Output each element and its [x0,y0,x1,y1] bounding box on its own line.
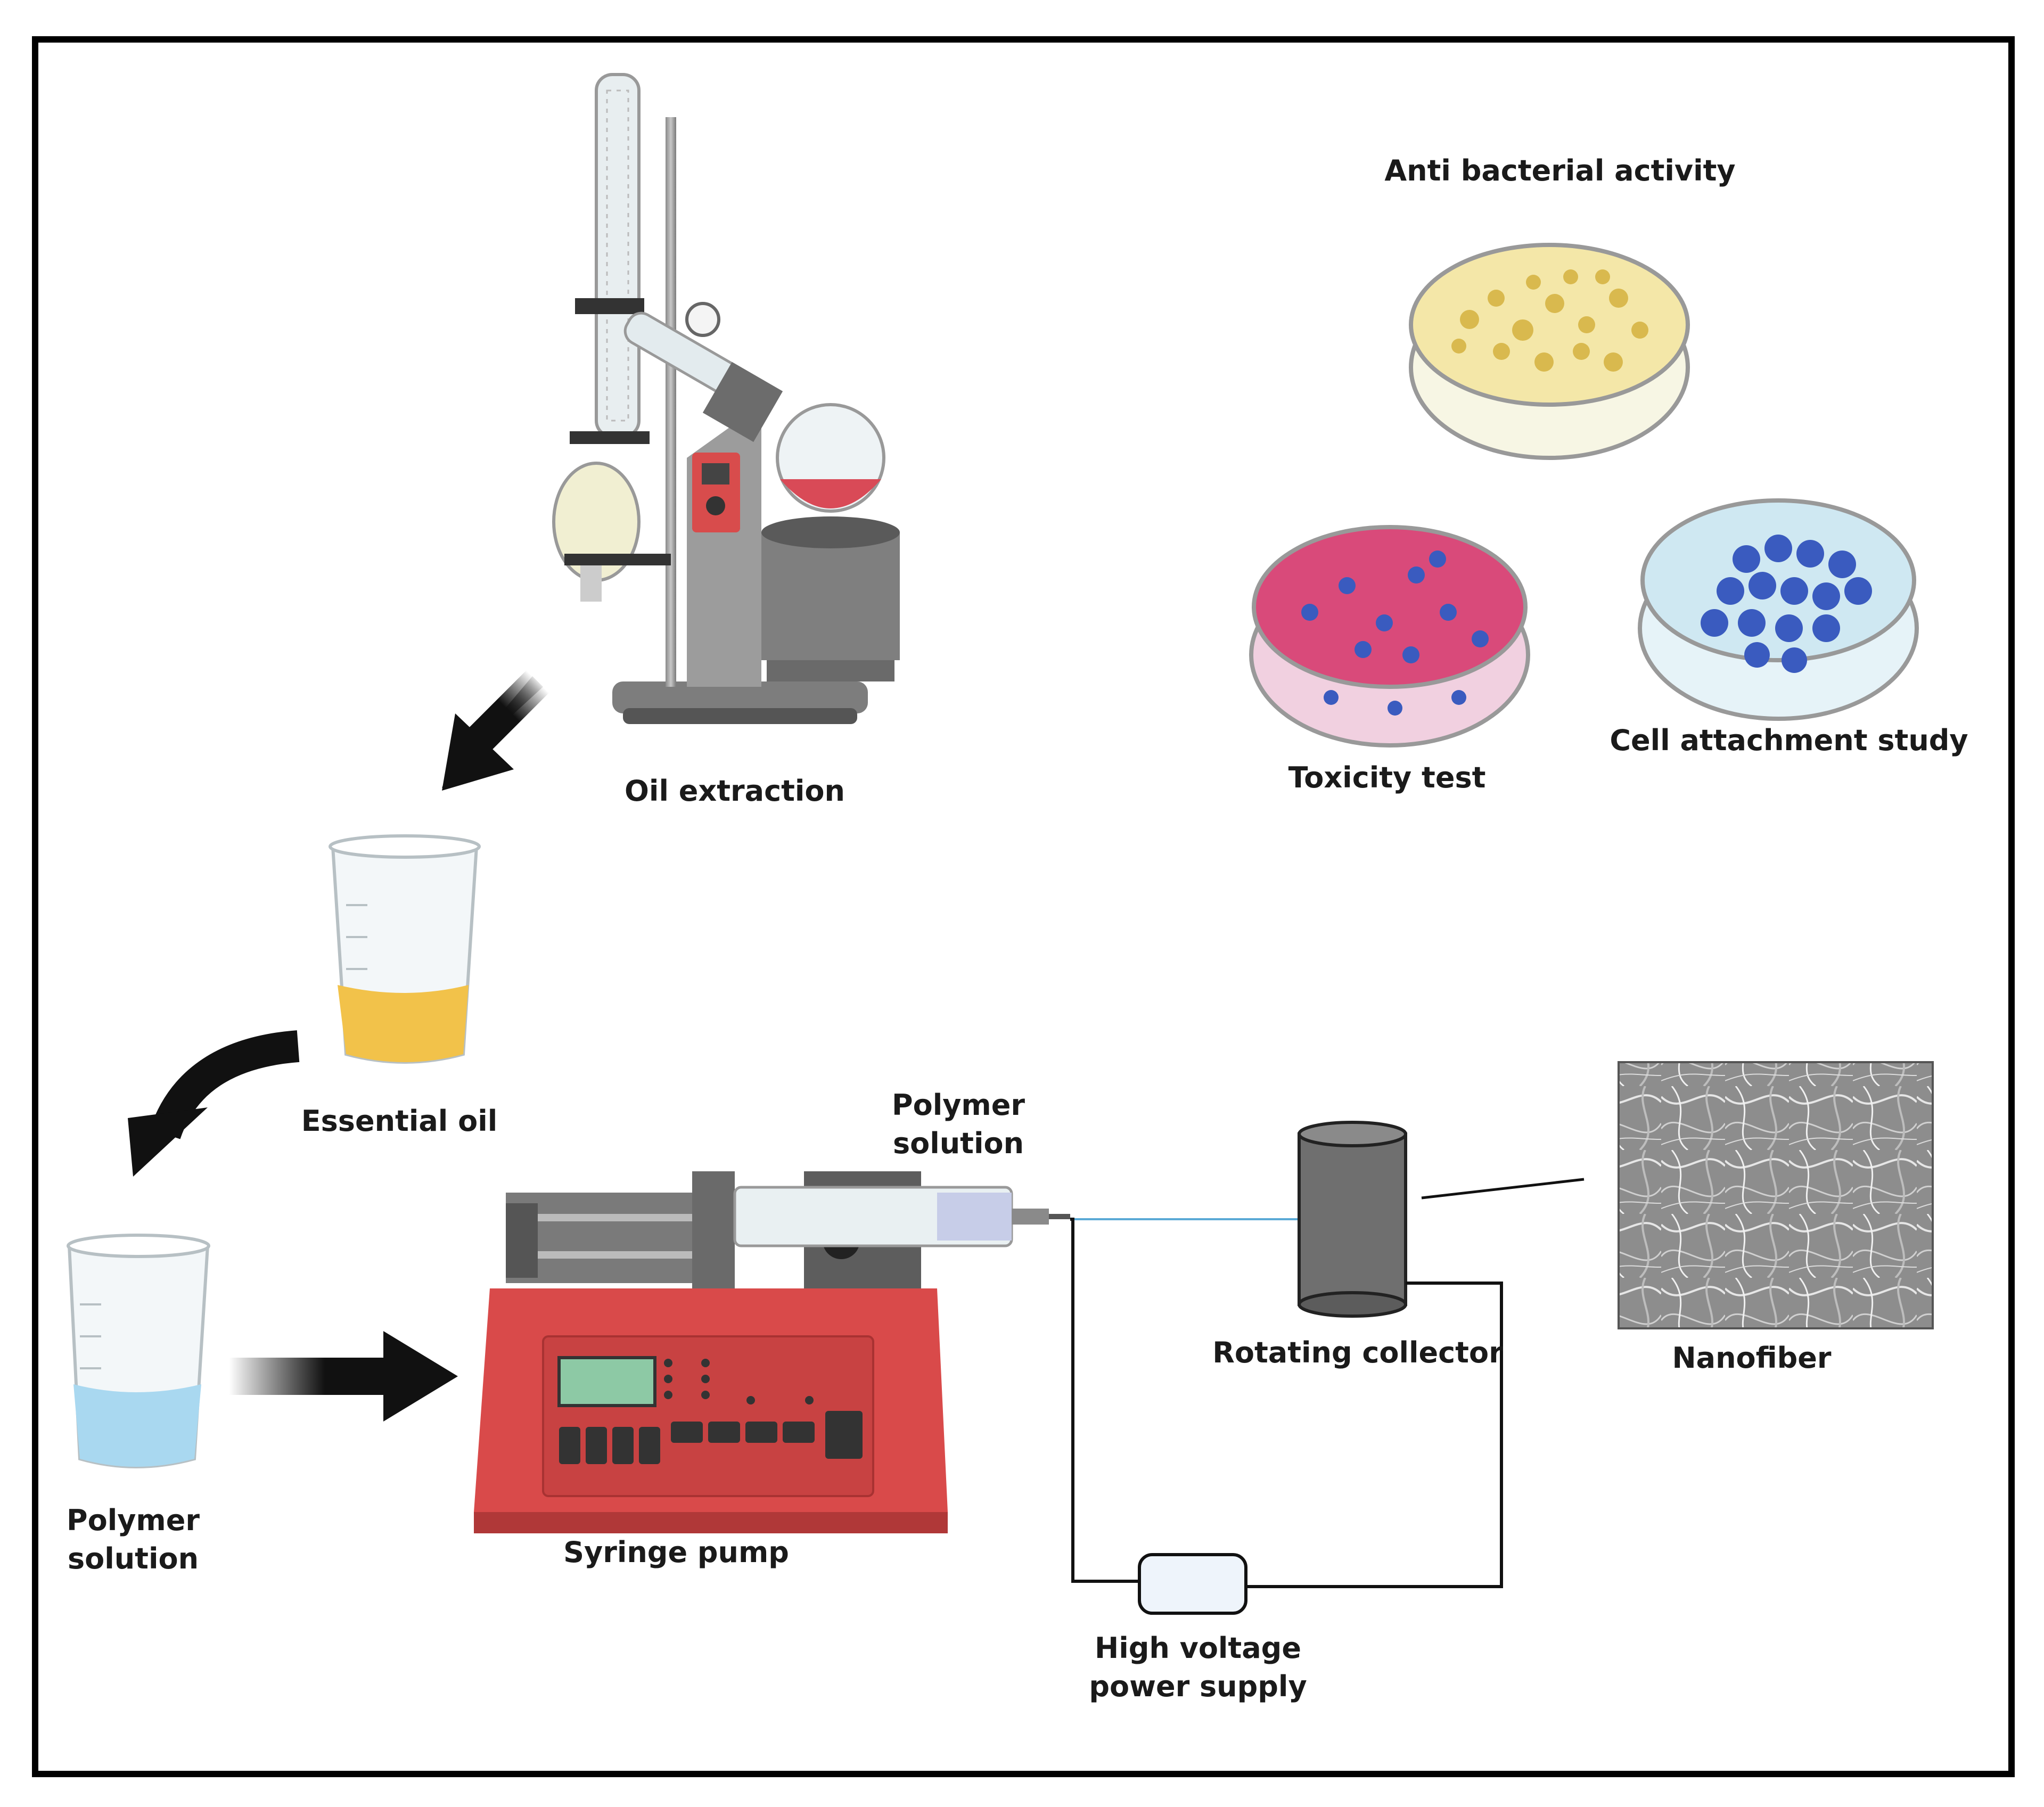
beaker-polymer-solution [67,1234,210,1468]
label-toxicity-test: Toxicity test [1288,761,1486,794]
petri-antibacterial [1409,243,1690,460]
rotating-collector [1298,1121,1407,1318]
label-anti-bacterial: Anti bacterial activity [1384,154,1736,187]
label-high-voltage: High voltage power supply [1089,1629,1307,1706]
label-cell-attachment: Cell attachment study [1610,724,1968,757]
label-polymer-line2: solution [67,1542,199,1575]
power-supply-box [1138,1553,1247,1615]
label-rotating-collector: Rotating collector [1212,1336,1503,1369]
rotary-evaporator [552,73,900,724]
label-essential-oil: Essential oil [301,1104,498,1138]
label-polymer-line1: Polymer [67,1504,200,1537]
petri-toxicity [1249,525,1530,748]
circuit-wires [1070,1218,1503,1588]
label-polymer-syringe-line2: solution [892,1127,1024,1160]
label-polymer-syringe-line1: Polymer [892,1088,1025,1122]
label-high-voltage-line1: High voltage [1095,1631,1301,1665]
nanofiber-leader-line [1421,1178,1585,1200]
nanofiber-image [1618,1061,1934,1329]
syringe-pump [474,1171,1070,1533]
petri-cell-attachment [1638,498,1919,721]
arrow-oil-to-polymer [128,1030,300,1177]
label-polymer-solution-beaker: Polymer solution [67,1501,200,1578]
arrow-extraction-to-oil [442,670,549,791]
label-high-voltage-line2: power supply [1089,1670,1307,1703]
arrow-polymer-to-pump [229,1331,458,1422]
label-oil-extraction: Oil extraction [625,774,845,808]
label-nanofiber: Nanofiber [1672,1341,1832,1375]
figure-frame [32,36,2015,1777]
label-polymer-solution-syringe: Polymer solution [892,1086,1025,1163]
beaker-essential-oil [329,834,481,1064]
label-syringe-pump: Syringe pump [563,1535,789,1569]
